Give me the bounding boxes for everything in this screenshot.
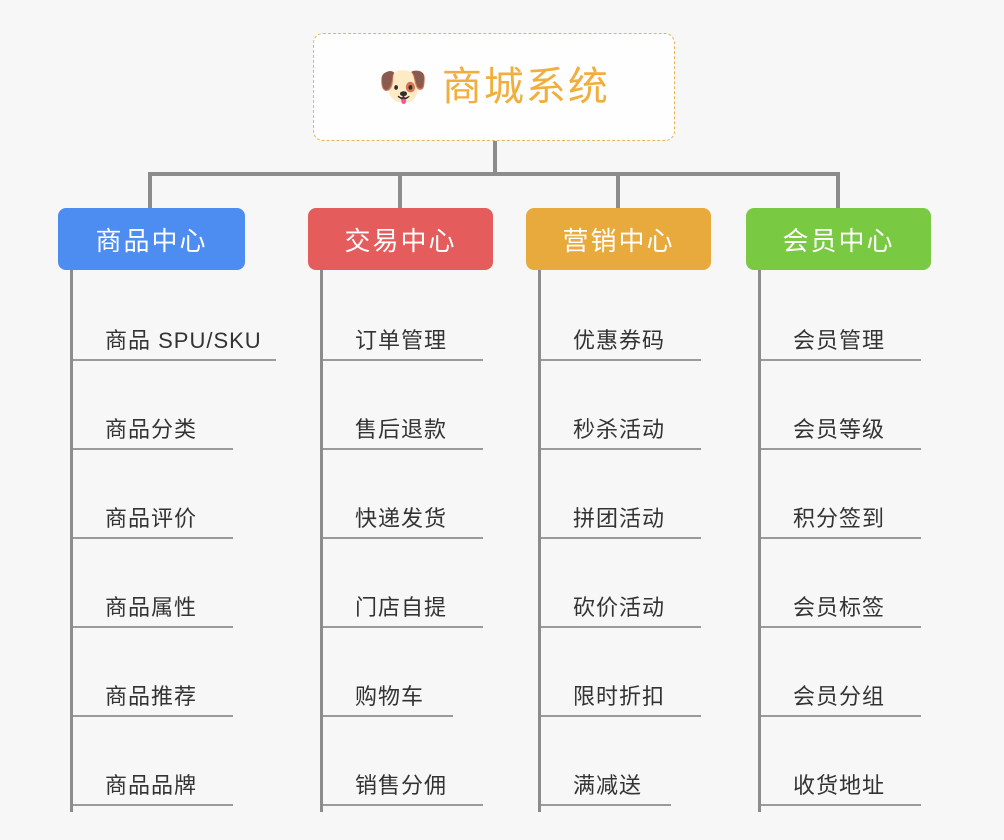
list-item[interactable]: 收货地址 (761, 723, 931, 812)
leaf-underline (73, 804, 233, 806)
leaf-list-2: 优惠券码 秒杀活动 拼团活动 砍价活动 限时折扣 满减送 (538, 270, 711, 812)
leaf-underline (323, 626, 483, 628)
leaf-label: 商品品牌 (105, 773, 198, 798)
leaf-underline (323, 448, 483, 450)
leaf-underline (323, 804, 483, 806)
leaf-underline (541, 448, 701, 450)
list-item[interactable]: 售后退款 (323, 367, 493, 456)
category-header-1[interactable]: 交易中心 (308, 208, 493, 270)
leaf-underline (73, 537, 233, 539)
list-item[interactable]: 会员管理 (761, 278, 931, 367)
category-header-0[interactable]: 商品中心 (58, 208, 245, 270)
leaf-label: 收货地址 (793, 773, 886, 798)
list-item[interactable]: 商品属性 (73, 545, 245, 634)
list-item[interactable]: 优惠券码 (541, 278, 711, 367)
leaf-label: 商品推荐 (105, 684, 198, 709)
leaf-list-3: 会员管理 会员等级 积分签到 会员标签 会员分组 收货地址 (758, 270, 931, 812)
list-item[interactable]: 会员分组 (761, 634, 931, 723)
leaf-label: 拼团活动 (573, 506, 666, 531)
leaf-label: 销售分佣 (355, 773, 448, 798)
list-item[interactable]: 满减送 (541, 723, 711, 812)
leaf-label: 商品属性 (105, 595, 198, 620)
list-item[interactable]: 砍价活动 (541, 545, 711, 634)
list-item[interactable]: 商品评价 (73, 456, 245, 545)
category-column-0: 商品中心 商品 SPU/SKU 商品分类 商品评价 商品属性 商品推荐 (58, 208, 276, 812)
root-node-label: 商城系统 (441, 65, 610, 109)
leaf-underline (761, 804, 921, 806)
connector-root-stem (493, 141, 497, 174)
leaf-underline (323, 359, 483, 361)
leaf-underline (761, 715, 921, 717)
leaf-underline (73, 359, 276, 361)
leaf-label: 会员等级 (793, 417, 886, 442)
leaf-label: 限时折扣 (573, 684, 666, 709)
category-header-3[interactable]: 会员中心 (746, 208, 931, 270)
leaf-label: 购物车 (355, 684, 425, 709)
list-item[interactable]: 秒杀活动 (541, 367, 711, 456)
connector-drop-3 (836, 172, 840, 210)
list-item[interactable]: 销售分佣 (323, 723, 493, 812)
leaf-underline (761, 626, 921, 628)
leaf-underline (541, 537, 701, 539)
list-item[interactable]: 积分签到 (761, 456, 931, 545)
list-item[interactable]: 限时折扣 (541, 634, 711, 723)
category-column-3: 会员中心 会员管理 会员等级 积分签到 会员标签 会员分组 (746, 208, 931, 812)
leaf-label: 商品 SPU/SKU (105, 328, 262, 353)
leaf-underline (541, 715, 701, 717)
leaf-list-0: 商品 SPU/SKU 商品分类 商品评价 商品属性 商品推荐 商品品牌 (70, 270, 276, 812)
list-item[interactable]: 拼团活动 (541, 456, 711, 545)
category-header-2[interactable]: 营销中心 (526, 208, 711, 270)
leaf-underline (761, 448, 921, 450)
leaf-label: 订单管理 (355, 328, 448, 353)
leaf-underline (761, 537, 921, 539)
leaf-label: 快递发货 (355, 506, 448, 531)
list-item[interactable]: 会员标签 (761, 545, 931, 634)
list-item[interactable]: 会员等级 (761, 367, 931, 456)
list-item[interactable]: 订单管理 (323, 278, 493, 367)
list-item[interactable]: 商品分类 (73, 367, 245, 456)
leaf-label: 积分签到 (793, 506, 886, 531)
category-header-label: 交易中心 (344, 225, 457, 256)
leaf-label: 商品评价 (105, 506, 198, 531)
leaf-label: 会员管理 (793, 328, 886, 353)
leaf-underline (73, 626, 233, 628)
leaf-label: 售后退款 (355, 417, 448, 442)
list-item[interactable]: 商品品牌 (73, 723, 245, 812)
dog-face-icon: 🐶 (378, 65, 428, 109)
list-item[interactable]: 快递发货 (323, 456, 493, 545)
category-header-label: 商品中心 (95, 225, 208, 256)
leaf-label: 会员标签 (793, 595, 886, 620)
leaf-underline (541, 626, 701, 628)
leaf-underline (541, 359, 701, 361)
leaf-underline (73, 448, 233, 450)
connector-drop-2 (616, 172, 620, 210)
root-node[interactable]: 🐶 商城系统 (313, 33, 675, 141)
connector-drop-0 (148, 172, 152, 210)
leaf-label: 满减送 (573, 773, 643, 798)
connector-bus (148, 172, 840, 176)
category-header-label: 营销中心 (562, 225, 675, 256)
leaf-label: 会员分组 (793, 684, 886, 709)
leaf-underline (73, 715, 233, 717)
leaf-label: 秒杀活动 (573, 417, 666, 442)
leaf-underline (323, 715, 453, 717)
list-item[interactable]: 购物车 (323, 634, 493, 723)
list-item[interactable]: 商品推荐 (73, 634, 245, 723)
leaf-label: 砍价活动 (573, 595, 666, 620)
leaf-label: 门店自提 (355, 595, 448, 620)
leaf-list-1: 订单管理 售后退款 快递发货 门店自提 购物车 销售分佣 (320, 270, 493, 812)
category-column-1: 交易中心 订单管理 售后退款 快递发货 门店自提 购物车 (308, 208, 493, 812)
connector-drop-1 (398, 172, 402, 210)
leaf-label: 商品分类 (105, 417, 198, 442)
leaf-underline (761, 359, 921, 361)
leaf-underline (323, 537, 483, 539)
leaf-label: 优惠券码 (573, 328, 666, 353)
category-header-label: 会员中心 (782, 225, 895, 256)
list-item[interactable]: 门店自提 (323, 545, 493, 634)
category-column-2: 营销中心 优惠券码 秒杀活动 拼团活动 砍价活动 限时折扣 (526, 208, 711, 812)
list-item[interactable]: 商品 SPU/SKU (73, 278, 276, 367)
leaf-underline (541, 804, 671, 806)
